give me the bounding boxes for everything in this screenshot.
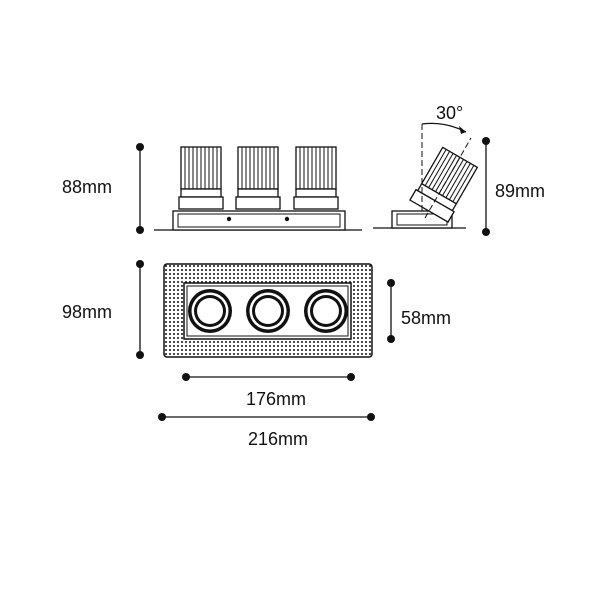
lamp-middle-icon (246, 289, 290, 333)
dimension-endpoint (136, 260, 144, 268)
front-height-label: 88mm (62, 177, 112, 197)
outer-width-dimension: 216mm (158, 413, 375, 449)
front-view (154, 146, 362, 231)
inner-width-label: 176mm (246, 389, 306, 409)
angle-arc (421, 122, 467, 133)
dimension-endpoint (182, 373, 190, 381)
dimension-endpoint (136, 351, 144, 359)
cutout-height-label: 58mm (401, 308, 451, 328)
cutout-inner-edge (186, 285, 349, 337)
tilt-axis (424, 137, 472, 219)
plan-height-label: 98mm (62, 302, 112, 322)
dimension-endpoint (158, 413, 166, 421)
heatsink-left (178, 146, 224, 210)
heatsink-middle (235, 146, 281, 210)
dimension-endpoint (136, 143, 144, 151)
tilt-angle-label: 30° (436, 103, 463, 123)
lamp-right-icon (304, 289, 348, 333)
front-trim-inner (177, 213, 341, 228)
dimension-endpoint (136, 226, 144, 234)
screw-icon (284, 216, 290, 222)
arrow-head-icon (459, 126, 466, 134)
dimension-endpoint (387, 335, 395, 343)
heatsink-right (293, 146, 339, 210)
cutout-height-dimension: 58mm (387, 279, 451, 343)
side-height-label: 89mm (495, 181, 545, 201)
dimension-endpoint (482, 228, 490, 236)
plan-height-dimension: 98mm (62, 260, 144, 359)
screw-icon (226, 216, 232, 222)
dimension-endpoint (347, 373, 355, 381)
dimension-endpoint (367, 413, 375, 421)
side-view: 30° (373, 103, 480, 229)
dimension-endpoint (482, 137, 490, 145)
front-trim-frame (172, 210, 346, 231)
lamp-left-icon (188, 289, 232, 333)
side-height-dimension: 89mm (482, 137, 545, 236)
plan-view (163, 263, 373, 358)
outer-width-label: 216mm (248, 429, 308, 449)
inner-width-dimension: 176mm (182, 373, 355, 409)
dimension-endpoint (387, 279, 395, 287)
front-height-dimension: 88mm (62, 143, 144, 234)
